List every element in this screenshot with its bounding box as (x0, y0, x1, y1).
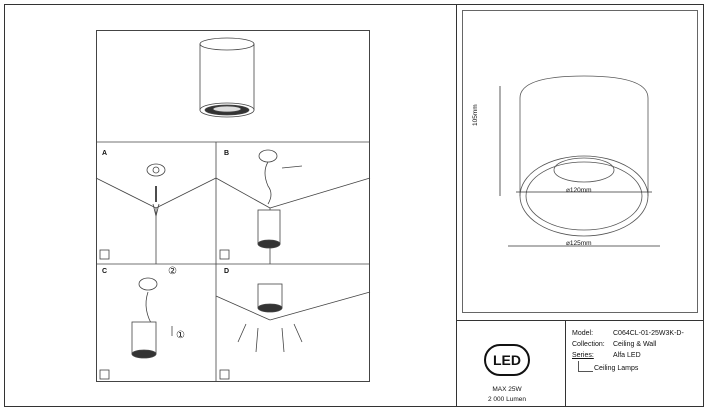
outer-diameter-dimension: ⌀125mm (566, 240, 592, 247)
inner-diameter-dimension: ⌀120mm (566, 187, 592, 194)
led-logo: LED (484, 344, 530, 376)
step-c-label: C (102, 268, 108, 275)
divider-vertical (456, 4, 457, 407)
ceiling-lamp-icon (578, 361, 593, 372)
installation-steps-panel (96, 30, 370, 382)
spec-series-row: Series:Alfa LED (572, 352, 641, 359)
step-c-number-1: ① (176, 330, 185, 341)
max-power: MAX 25W (492, 386, 522, 393)
dimension-drawing (499, 75, 660, 247)
lumen-output: 2 000 Lumen (488, 396, 526, 403)
spec-collection-row: Collection:Ceiling & Wall (572, 341, 657, 348)
height-dimension: 105mm (472, 104, 479, 126)
spec-category: Ceiling Lamps (594, 365, 639, 372)
divider-horizontal (456, 320, 704, 321)
dimension-drawing-frame (462, 10, 698, 313)
step-d-label: D (224, 268, 230, 275)
step-b-label: B (224, 150, 230, 157)
step-a-label: A (102, 150, 108, 157)
divider-info (565, 320, 566, 407)
spec-model-row: Model:C064CL-01-25W3K-D- (572, 330, 684, 337)
sheet-frame (4, 4, 704, 407)
step-c-number-2: ② (168, 266, 177, 277)
installation-steps-drawing (95, 37, 371, 382)
